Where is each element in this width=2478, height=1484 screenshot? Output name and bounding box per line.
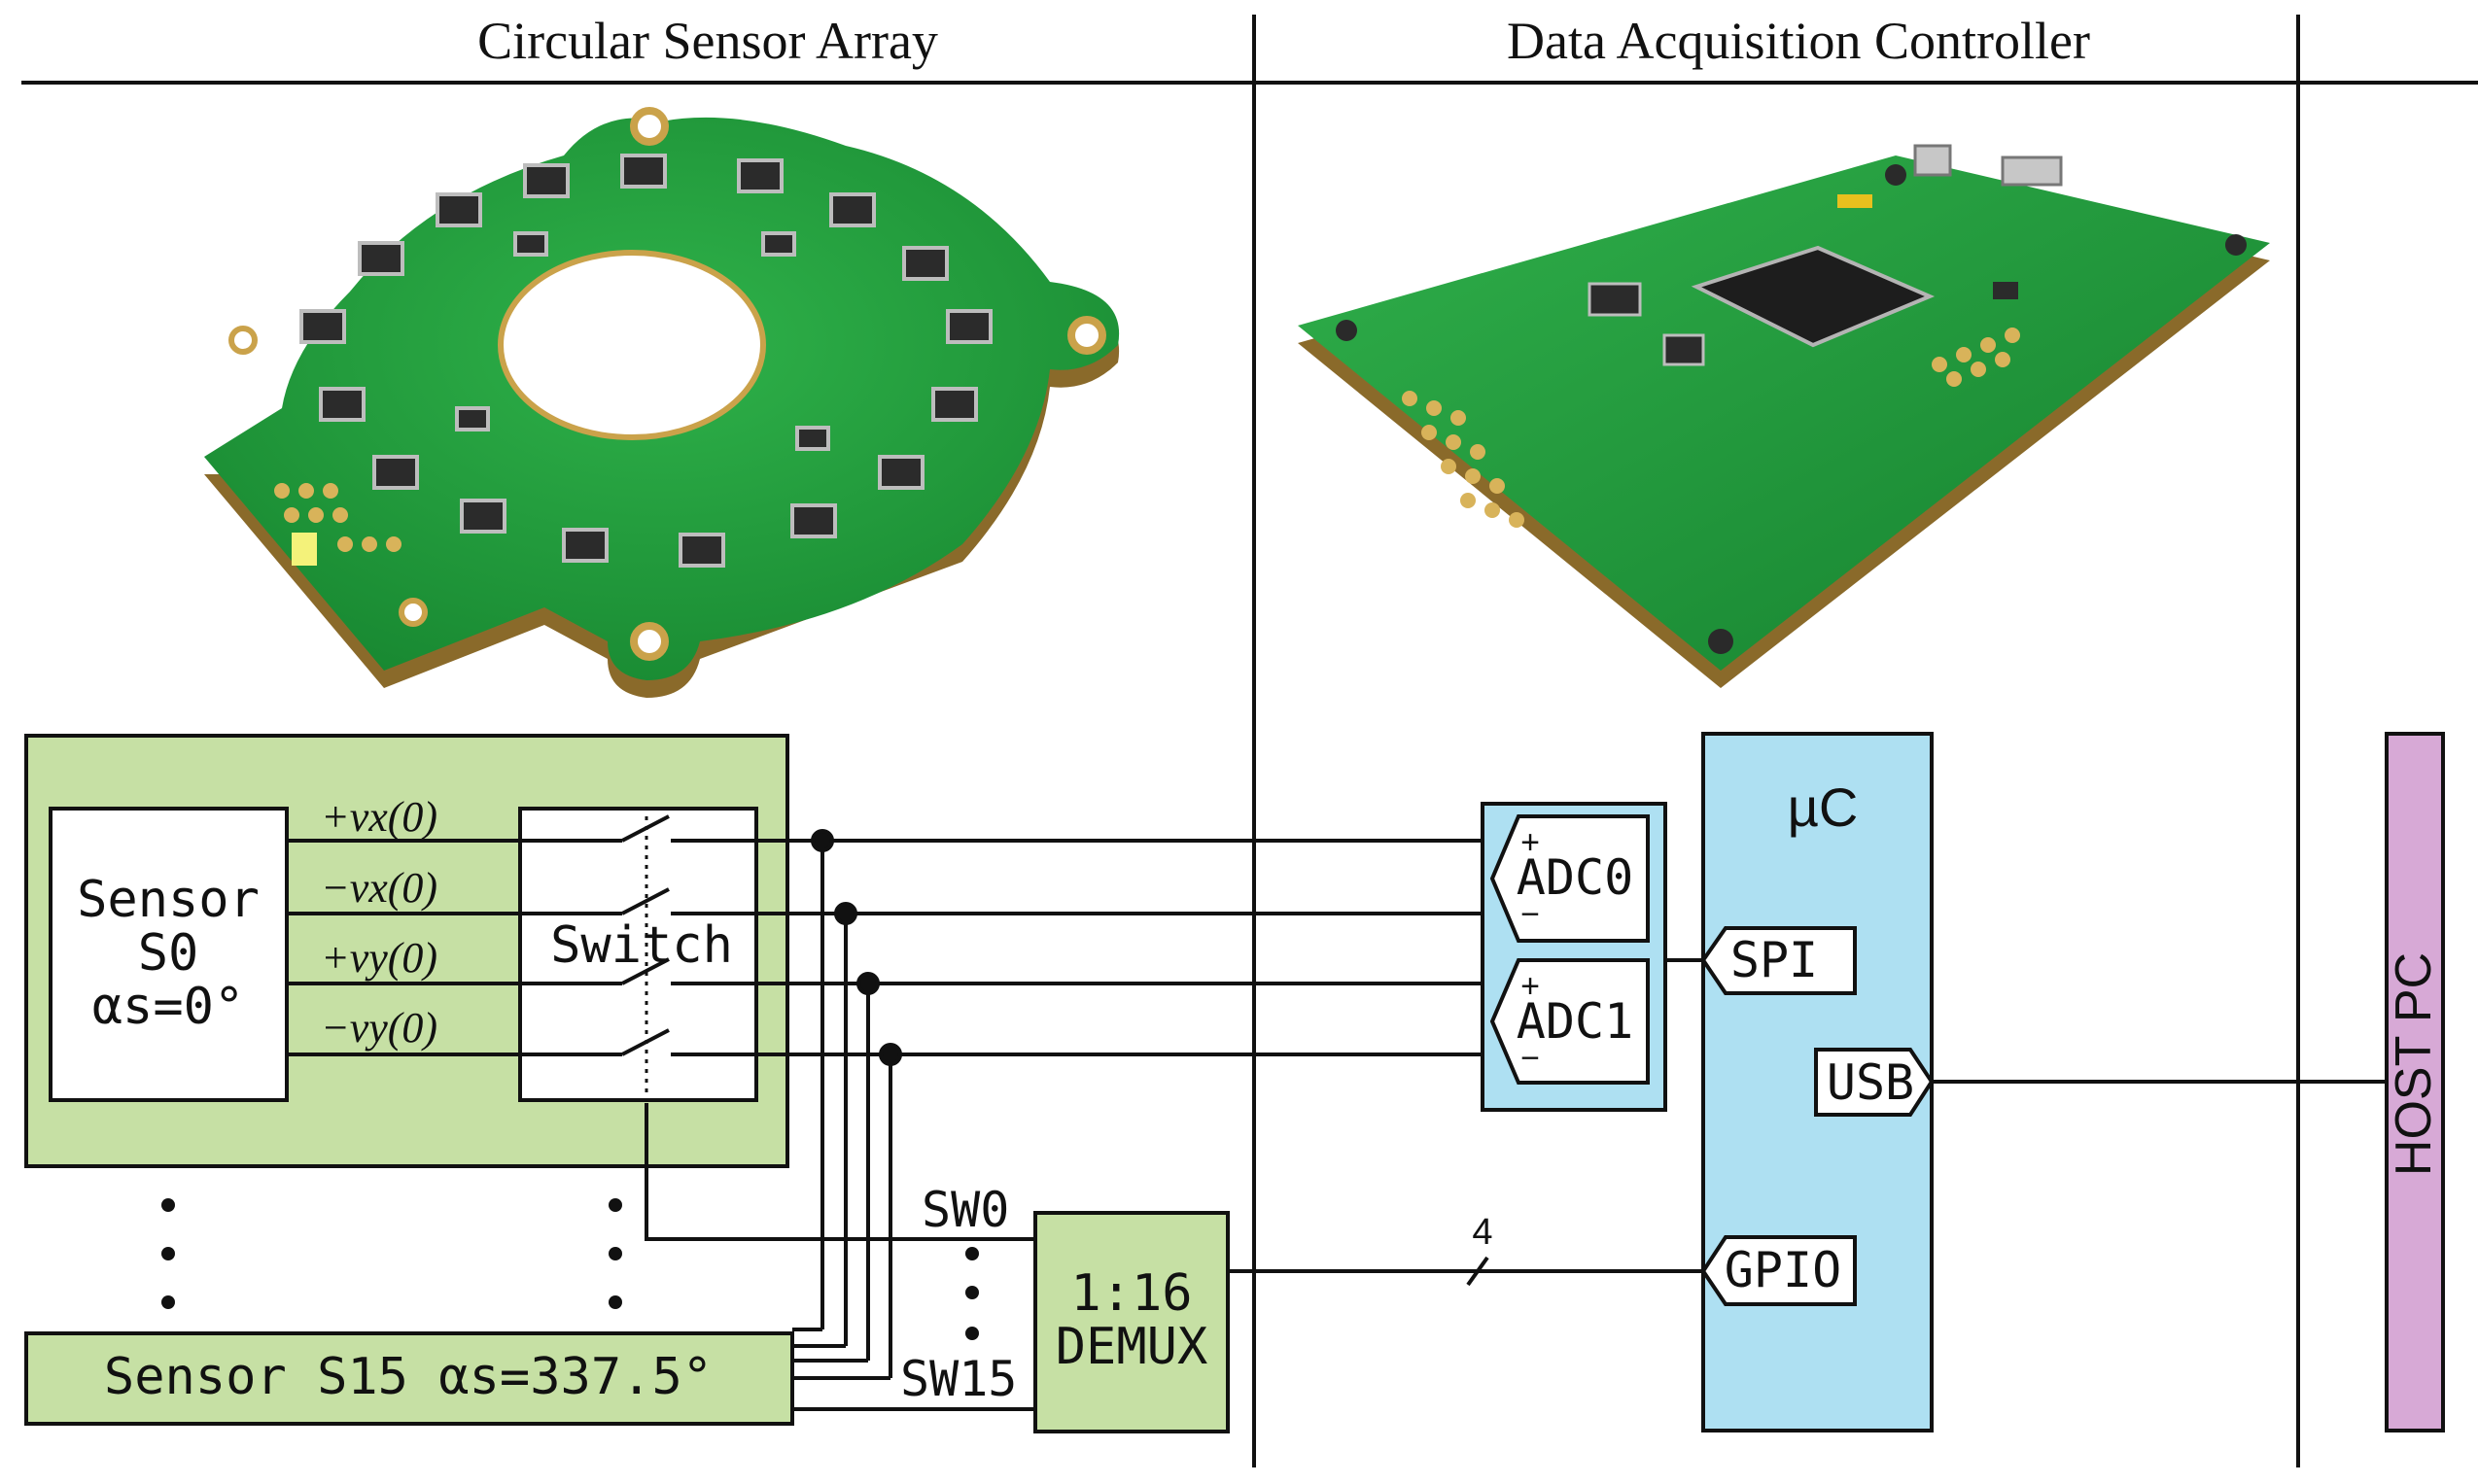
adc0-block (1489, 814, 1650, 943)
sensor-s0-box (49, 807, 289, 1102)
switch-label: Switch (550, 916, 733, 975)
sw15-label: SW15 (900, 1351, 1017, 1407)
s15-bus-connection (792, 1328, 890, 1380)
adc0-minus: − (1520, 896, 1540, 933)
bus-junctions (811, 829, 902, 1378)
signal-label-minus-vy: −vy(0) (321, 1004, 437, 1052)
data-acquisition-controller-pcb (1298, 144, 2270, 688)
signal-bus-lines (671, 839, 1512, 1056)
demux-label-line2: DEMUX (1056, 1318, 1208, 1376)
circular-sensor-array-pcb (204, 107, 1120, 698)
adc0-label: ADC0 (1517, 849, 1633, 906)
switch-contacts (621, 807, 670, 1103)
header-circular-sensor-array: Circular Sensor Array (477, 12, 938, 70)
adc1-block (1489, 958, 1650, 1085)
demux-label-line1: 1:16 (1070, 1264, 1192, 1323)
host-pc-label: HOST PC (2386, 952, 2442, 1176)
usb-port (1814, 1048, 1935, 1117)
sensor-to-switch-lines (287, 839, 622, 1056)
gpio-port (1700, 1235, 1857, 1306)
ellipsis-dots (161, 1198, 979, 1340)
signal-label-plus-vy: +vy(0) (321, 934, 437, 982)
adc1-minus: − (1520, 1040, 1540, 1077)
switch-box (518, 807, 758, 1102)
sw0-control-line (645, 1103, 1035, 1241)
sw0-label: SW0 (922, 1182, 1009, 1238)
gpio-label: GPIO (1725, 1242, 1841, 1298)
adc0-plus: + (1520, 824, 1540, 861)
spi-port (1700, 926, 1857, 995)
signal-label-minus-vx: −vx(0) (321, 864, 437, 912)
bus-width-label: 4 (1472, 1212, 1492, 1253)
bus-width-slash (1466, 1256, 1489, 1287)
sensor-s15-label: Sensor S15 αs=337.5° (104, 1348, 713, 1406)
sensor-s15-box (24, 1331, 794, 1426)
usb-label: USB (1827, 1054, 1914, 1111)
adc1-plus: + (1520, 968, 1540, 1005)
signal-label-plus-vx: +vx(0) (321, 793, 437, 841)
sensor-s0-label-line3: αs=0° (92, 978, 245, 1036)
sensor-s0-label-line1: Sensor (77, 871, 260, 929)
demux-box (1033, 1211, 1230, 1433)
header-data-acquisition-controller: Data Acquisition Controller (1507, 12, 2090, 70)
adc1-label: ADC1 (1517, 993, 1633, 1050)
sensor-s0-label-line2: S0 (138, 924, 199, 983)
spi-label: SPI (1730, 932, 1818, 988)
host-pc-box (2385, 732, 2445, 1432)
mcu-title: µC (1788, 777, 1859, 838)
